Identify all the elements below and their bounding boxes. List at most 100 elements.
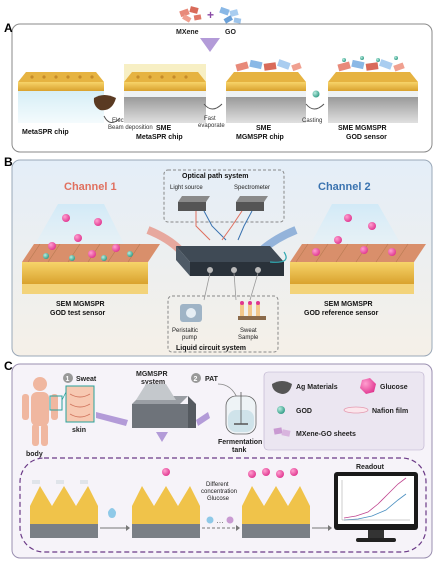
skin-highlight [49,395,63,411]
go-label: GO [225,29,236,36]
step-2-badge [191,373,201,383]
panel-b: B Channel 1 Channel 2 Optical path syste… [4,155,433,357]
step-2-arrow [203,103,223,110]
chip-3-label-b: MGMSPR chip [236,134,284,141]
fiber-lines [195,210,253,241]
liquid-circuit-title: Liquid circuit system [176,345,246,352]
optical-path-title: Optical path system [182,173,249,180]
chip-4-label-a: SME MGMSPR [338,125,387,132]
light-source-box [178,196,210,211]
readout-monitor-icon [334,472,418,542]
ref-sensor-label-b: GOD reference sensor [304,310,379,317]
pat-to-system-arrow [196,412,210,426]
sweat-to-system-arrow [96,412,128,426]
system-label-b: system [141,379,165,386]
reference-sensor-chip [290,243,426,294]
chip-1 [18,72,104,123]
skin-zoom-icon [65,385,95,423]
sample-label-a: Sweat [240,328,257,334]
system-down-arrow [156,432,168,442]
go-icon [219,6,242,24]
step-3-arrow [305,103,325,110]
spectrometer-box [236,196,268,211]
pat-label: PAT [205,376,219,383]
svg-text:…: … [216,516,224,525]
mxene-icon [179,6,202,23]
glucose-dots-left [48,214,120,258]
mxene-label: MXene [176,29,199,36]
pump-label-a: Peristaltic [172,328,198,334]
deposition-source-icon [93,95,116,111]
step-2-label-a: Fast [204,116,216,122]
liquid-circuit-box [167,295,279,353]
concentration-label-b: concentration [201,489,237,495]
system-label-a: MGMSPR [136,371,168,378]
sweat-sample-icon [238,301,266,320]
chip-2 [124,64,206,123]
flow-loop [269,251,287,263]
process-chip-1 [30,480,98,538]
optical-path-box [163,169,285,223]
nafion-film-icon [343,406,369,414]
skin-label: skin [72,427,86,434]
god-drop-icon [312,90,320,98]
legend-nafion-label: Nafion film [372,408,408,415]
pump-label-b: pump [182,335,198,341]
channel-1-label: Channel 1 [64,181,117,193]
panel-c: C 1 Sweat skin body MGMSPR system [4,359,433,559]
channel-2-label: Channel 2 [318,181,371,193]
panel-c-letter: C [4,359,13,373]
mgmspr-system-icon [132,384,196,428]
fermentation-label-a: Fermentation [218,439,262,446]
step-3-label: Casting [302,118,322,124]
step-1-badge [63,373,73,383]
chip-3-label-a: SME [256,125,272,132]
concentration-drops-icon: … [206,516,234,525]
zoom-line [61,391,67,401]
process-chip-3 [242,468,310,538]
mxene-go-sheets [235,59,302,72]
chip-4-label-b: GOD sensor [346,134,387,141]
concentration-label-c: Glucose [207,496,230,502]
legend-ag-label: Ag Materials [296,384,338,391]
legend-god-label: GOD [296,408,312,415]
panel-a-letter: A [4,21,13,35]
glucose-icon [360,378,376,394]
spectrometer-label: Spectrometer [234,185,270,191]
sample-drop-icon [108,508,116,518]
step-1-arrow [103,115,121,123]
test-sensor-label-b: GOD test sensor [50,310,106,317]
ref-sensor-label-a: SEM MGMSPR [324,301,373,308]
plus-sign: + [207,8,214,22]
step-2-number: 2 [194,376,198,383]
human-body-icon [22,377,58,446]
chip-2-label-b: MetaSPR chip [136,134,183,141]
concentration-label-a: Different [206,482,229,488]
chip-1-label: MetaSPR chip [22,129,69,136]
chip-3 [226,59,306,123]
sensing-device [176,246,284,276]
peristaltic-pump-icon [180,304,202,322]
panel-a: A + MXene GO MetaSPR chip El [4,6,433,153]
glucose-dots-right [312,214,396,256]
step-2-label-b: evaporate [198,123,225,129]
sample-label-b: Sample [238,335,259,341]
step-1-label-a: Electron [112,118,134,124]
test-sensor-label-a: SEM MGMSPR [56,301,105,308]
chip-4 [328,56,418,123]
fermentation-label-b: tank [232,447,247,454]
legend-glucose-label: Glucose [380,384,408,391]
legend-mxene-go-label: MXene-GO sheets [296,431,356,438]
process-box [19,457,427,553]
mxene-go-icon [273,427,291,437]
god-dots-left [43,251,133,261]
panel-b-letter: B [4,155,13,169]
ag-material-icon [272,381,292,394]
readout-label: Readout [356,464,385,471]
step-1-label-b: Beam deposition [108,125,153,131]
body-label: body [26,451,43,458]
process-chip-2 [132,468,200,538]
chip-2-label-a: SME [156,125,172,132]
god-icon [277,406,285,414]
